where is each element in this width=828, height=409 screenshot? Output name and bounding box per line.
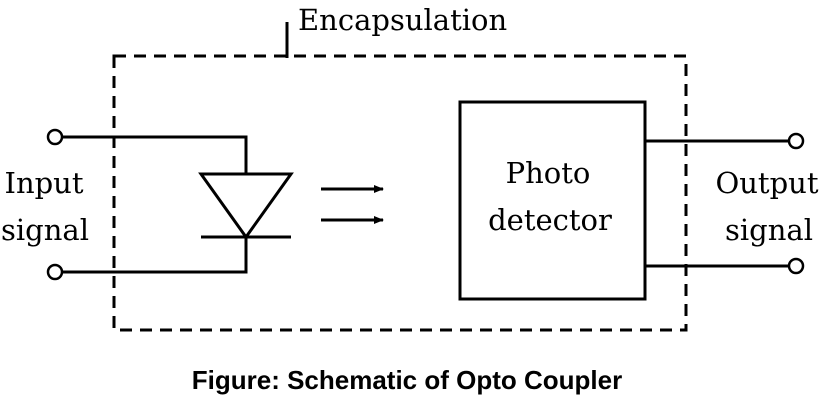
input-label-line2: signal [1,213,89,247]
input-wire-bottom [62,237,248,274]
input-label-line1: Input [4,166,83,200]
input-wire-top [62,135,248,174]
input-terminal-bottom [46,263,64,281]
photo-detector-label-line2: detector [488,203,612,237]
photo-detector-label-line1: Photo [506,156,591,190]
output-terminal-bottom [787,257,805,275]
figure-caption: Figure: Schematic of Opto Coupler [192,365,622,395]
output-label-line2: signal [725,213,813,247]
encapsulation-box [112,54,688,332]
photo-detector-box [458,100,647,301]
encapsulation-label: Encapsulation [298,3,507,37]
led-diode-icon [198,172,294,240]
output-label-line1: Output [715,166,818,200]
output-terminal-top [787,132,805,150]
input-terminal-top [46,128,64,146]
